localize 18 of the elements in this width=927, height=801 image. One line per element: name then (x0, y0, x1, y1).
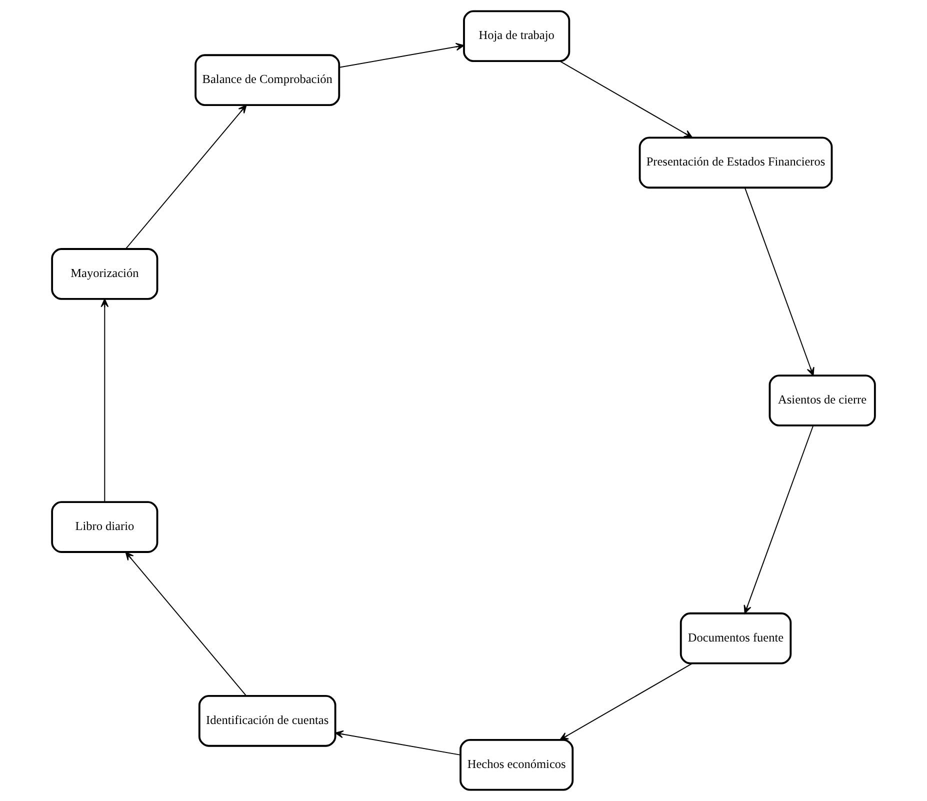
node-box: Presentación de Estados Financieros (638, 136, 833, 189)
node-box: Asientos de cierre (768, 374, 876, 426)
arrow (125, 104, 247, 250)
arrow (560, 662, 693, 740)
node-box: Identificación de cuentas (198, 695, 336, 747)
arrow (338, 42, 464, 68)
node-box: Documentos fuente (680, 612, 792, 664)
arrow (744, 187, 814, 376)
node-box: Libro diario (51, 501, 158, 553)
arrow (125, 552, 247, 696)
node-box: Mayorización (51, 248, 158, 300)
arrow (334, 730, 461, 756)
arrow (744, 425, 814, 614)
node-box: Hoja de trabajo (463, 10, 570, 62)
node-box: Balance de Comprobación (194, 54, 340, 106)
arrow (100, 298, 109, 503)
arrow (559, 60, 693, 138)
node-box: Hechos económicos (460, 738, 574, 791)
